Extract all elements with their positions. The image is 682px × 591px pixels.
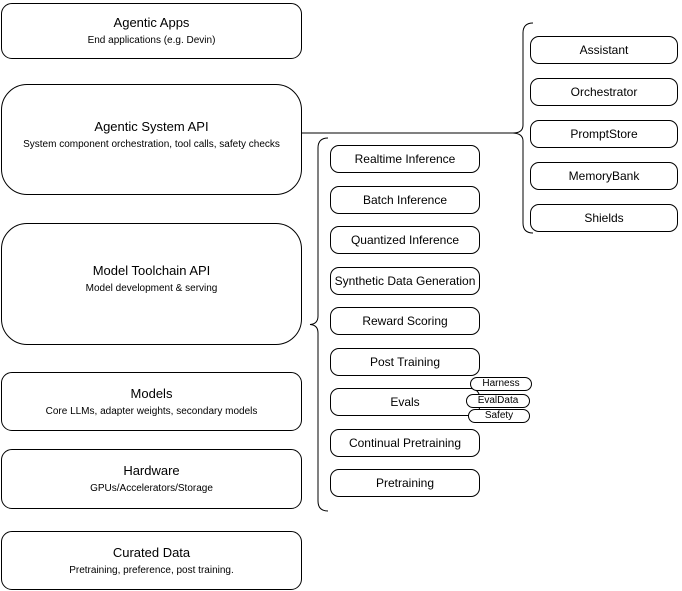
node-continual-pretraining: Continual Pretraining [330, 429, 480, 457]
node-label: Post Training [369, 355, 441, 369]
node-label: Batch Inference [362, 193, 448, 207]
node-orchestrator: Orchestrator [530, 78, 678, 106]
system-components-brace [512, 22, 534, 234]
node-label: Synthetic Data Generation [334, 274, 476, 288]
node-title: Models [130, 385, 173, 401]
node-title: Agentic Apps [113, 15, 190, 30]
node-subtitle: Core LLMs, adapter weights, secondary mo… [45, 405, 258, 417]
pill-evaldata: EvalData [466, 394, 530, 408]
node-shields: Shields [530, 204, 678, 232]
node-models: Models Core LLMs, adapter weights, secon… [1, 372, 302, 431]
node-label: Quantized Inference [350, 233, 460, 247]
node-batch-inference: Batch Inference [330, 186, 480, 214]
node-reward-scoring: Reward Scoring [330, 307, 480, 335]
node-hardware: Hardware GPUs/Accelerators/Storage [1, 449, 302, 509]
node-quantized-inference: Quantized Inference [330, 226, 480, 254]
node-label: PromptStore [570, 127, 638, 141]
node-subtitle: Model development & serving [85, 283, 218, 294]
node-model-toolchain-api: Model Toolchain API Model development & … [1, 223, 302, 345]
node-label: Assistant [579, 43, 629, 57]
node-assistant: Assistant [530, 36, 678, 64]
node-title: Hardware [123, 463, 180, 478]
node-pretraining: Pretraining [330, 469, 480, 497]
pill-label: Safety [484, 410, 514, 421]
node-memorybank: MemoryBank [530, 162, 678, 190]
node-label: Shields [584, 211, 624, 225]
node-agentic-system-api: Agentic System API System component orch… [1, 84, 302, 195]
node-post-training: Post Training [330, 348, 480, 376]
node-realtime-inference: Realtime Inference [330, 145, 480, 173]
node-title: Agentic System API [94, 118, 209, 134]
node-subtitle: End applications (e.g. Devin) [87, 35, 216, 46]
pill-label: EvalData [477, 395, 519, 406]
pill-harness: Harness [470, 377, 532, 391]
node-promptstore: PromptStore [530, 120, 678, 148]
node-curated-data: Curated Data Pretraining, preference, po… [1, 531, 302, 590]
node-label: Orchestrator [570, 85, 638, 99]
node-subtitle: GPUs/Accelerators/Storage [90, 483, 213, 494]
node-label: Continual Pretraining [348, 436, 462, 450]
pill-safety: Safety [468, 409, 530, 423]
node-synthetic-data-generation: Synthetic Data Generation [330, 267, 480, 295]
node-title: Model Toolchain API [92, 263, 211, 278]
node-agentic-apps: Agentic Apps End applications (e.g. Devi… [1, 3, 302, 59]
node-subtitle: Pretraining, preference, post training. [69, 564, 234, 576]
node-subtitle: System component orchestration, tool cal… [23, 138, 280, 150]
node-label: Evals [390, 395, 420, 409]
node-evals: Evals [330, 388, 480, 416]
toolchain-group-brace [309, 137, 329, 512]
pill-label: Harness [482, 378, 520, 389]
node-label: Pretraining [375, 476, 435, 490]
node-title: Curated Data [112, 544, 191, 560]
node-label: Reward Scoring [362, 314, 448, 328]
node-label: Realtime Inference [354, 152, 456, 166]
node-label: MemoryBank [568, 169, 640, 183]
